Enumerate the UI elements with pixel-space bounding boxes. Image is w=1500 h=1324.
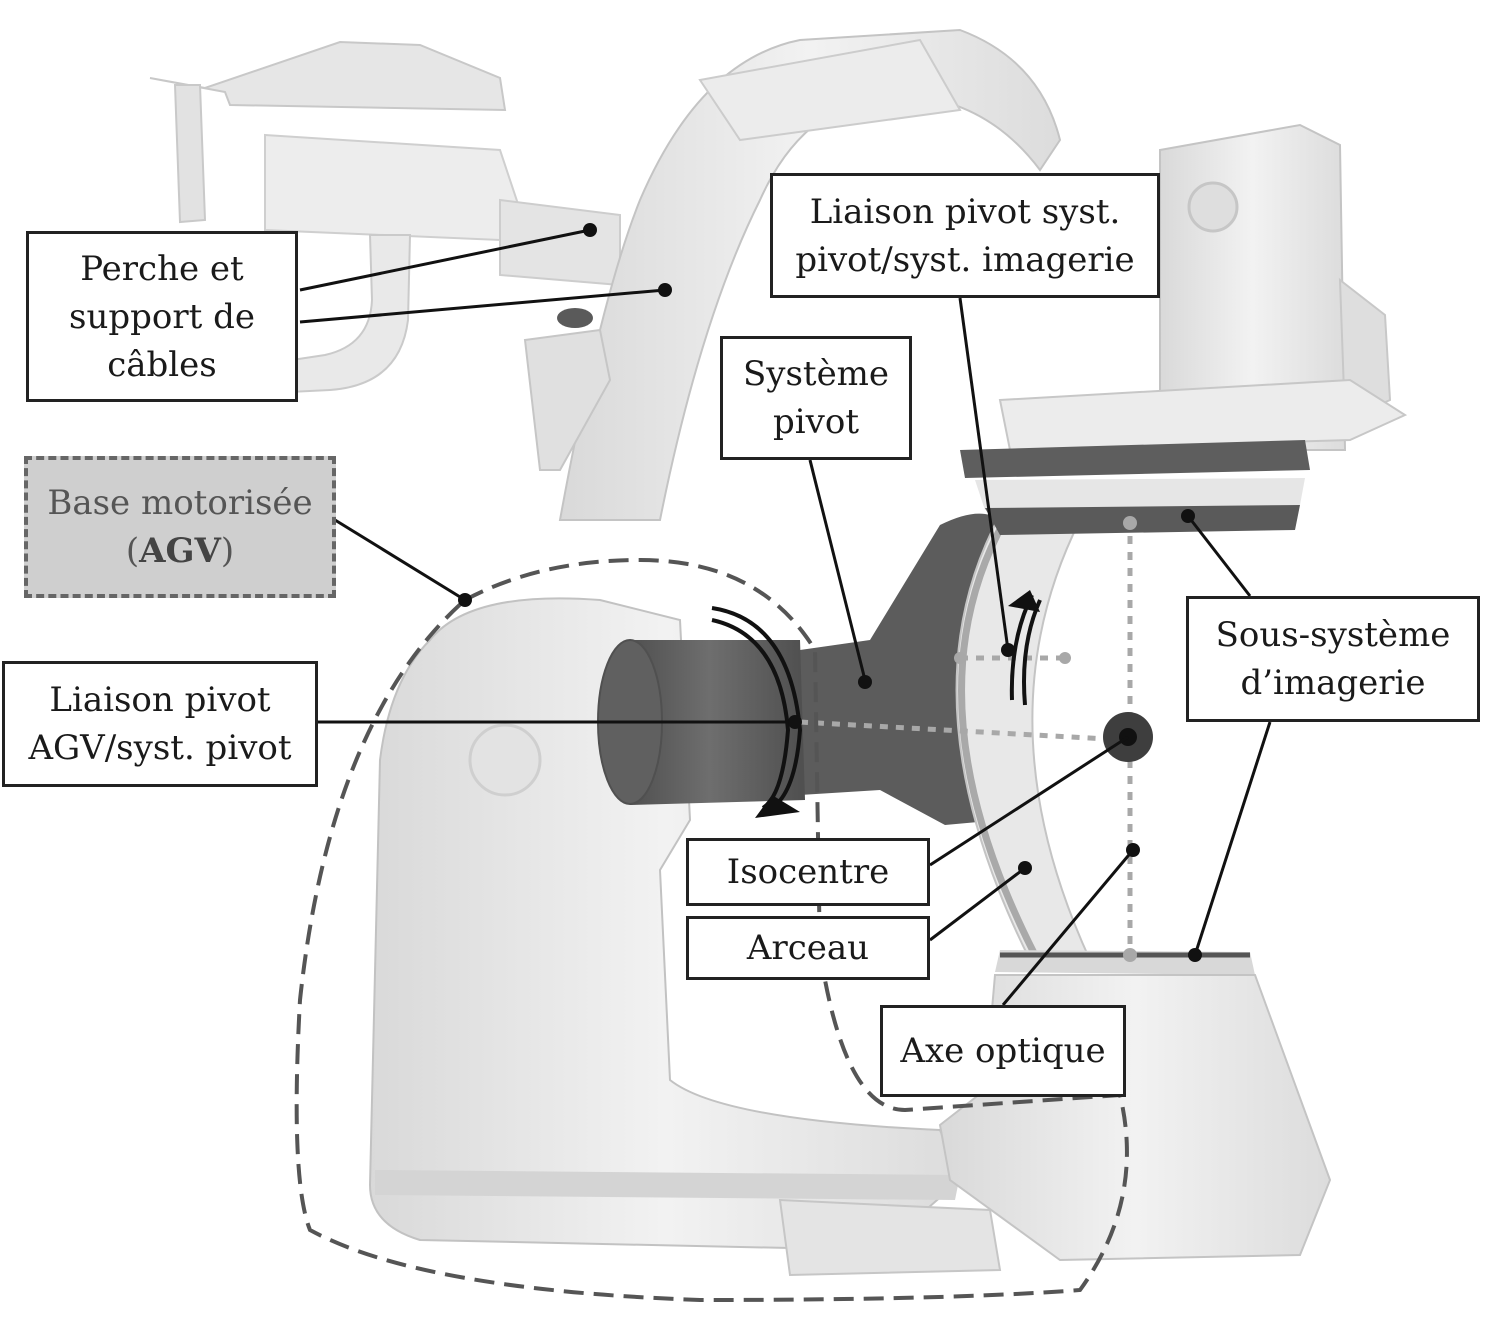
label-base-paren-close: ) xyxy=(221,531,234,571)
label-isocentre: Isocentre xyxy=(686,838,930,906)
label-arceau-text: Arceau xyxy=(747,924,869,972)
label-liaison-imagerie-line-1: Liaison pivot syst. xyxy=(810,188,1121,236)
label-sous-systeme: Sous-système d’imagerie xyxy=(1186,596,1480,722)
ge-logo-icon xyxy=(470,725,540,795)
label-liaison-imagerie-line-2: pivot/syst. imagerie xyxy=(795,236,1134,284)
label-base-line-1: Base motorisée xyxy=(47,479,312,527)
label-base-line-2: (AGV) xyxy=(126,527,234,575)
label-base-paren-open: ( xyxy=(126,531,139,571)
label-systeme-pivot-line-2: pivot xyxy=(773,398,859,446)
label-base-motorisee: Base motorisée (AGV) xyxy=(24,456,336,598)
label-isocentre-text: Isocentre xyxy=(727,848,889,896)
label-perche-line-3: câbles xyxy=(107,341,217,389)
label-systeme-pivot-line-1: Système xyxy=(743,350,889,398)
label-base-agv: AGV xyxy=(139,531,221,571)
label-perche: Perche et support de câbles xyxy=(26,231,298,402)
label-axe-optique: Axe optique xyxy=(880,1005,1126,1097)
label-perche-line-2: support de xyxy=(69,293,255,341)
c-arm-arc xyxy=(957,515,1090,960)
label-sous-systeme-line-2: d’imagerie xyxy=(1240,659,1425,707)
label-systeme-pivot: Système pivot xyxy=(720,336,912,460)
label-liaison-imagerie: Liaison pivot syst. pivot/syst. imagerie xyxy=(770,173,1160,298)
label-liaison-agv-line-1: Liaison pivot xyxy=(49,676,270,724)
label-axe-optique-text: Axe optique xyxy=(900,1027,1105,1075)
label-perche-line-1: Perche et xyxy=(80,245,243,293)
label-sous-systeme-line-1: Sous-système xyxy=(1216,611,1451,659)
label-arceau: Arceau xyxy=(686,916,930,980)
label-liaison-agv-line-2: AGV/syst. pivot xyxy=(28,724,291,772)
label-liaison-agv: Liaison pivot AGV/syst. pivot xyxy=(2,661,318,787)
